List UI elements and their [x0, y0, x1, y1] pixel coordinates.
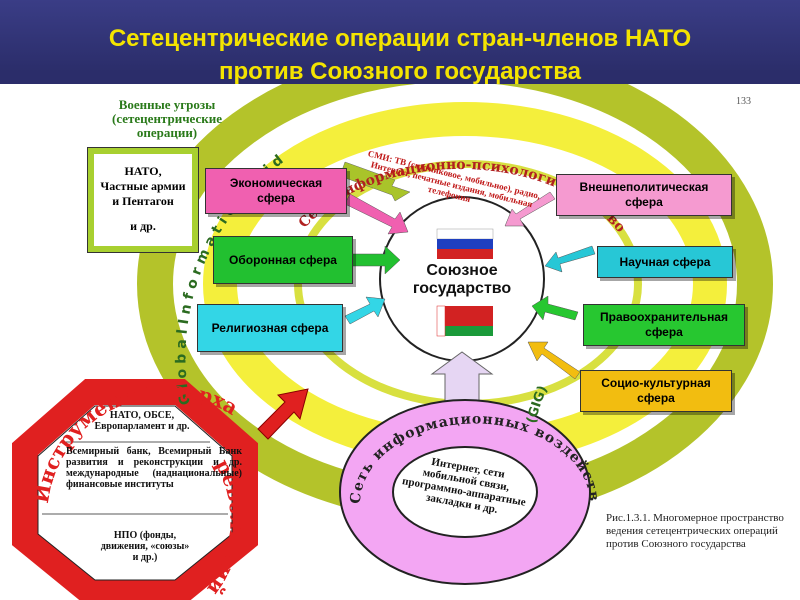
gig-abbr-text: (GIG): [524, 384, 551, 425]
figure-caption: Рис.1.3.1. Многомерное пространство веде…: [606, 512, 784, 550]
russia-flag: [436, 228, 494, 259]
arrow-law: [531, 295, 579, 321]
foreign-policy-sphere-box: Внешнеполитическая сфера: [556, 174, 732, 216]
nato-line1: НАТО,: [124, 164, 162, 178]
title-line-2: против Союзного государства: [219, 58, 581, 85]
arrow-culture: [527, 341, 581, 380]
slide-title: Сетецентрические операции стран-членов Н…: [0, 22, 800, 88]
union-state-line1: Союзное: [426, 262, 498, 279]
defense-sphere-box: Оборонная сфера: [213, 236, 353, 284]
arrow-velvet: [257, 388, 309, 440]
arrow-foreign: [504, 191, 556, 227]
religious-sphere-box: Религиозная сфера: [197, 304, 343, 352]
arrow-economic: [344, 193, 409, 235]
military-threats-label: Военные угрозы (сетецентрические операци…: [112, 97, 222, 140]
arrow-info-left: [339, 161, 411, 202]
internet-ellipse: [392, 446, 538, 538]
velvet-item-ngo: НПО (фонды, движения, «союзы» и др.): [100, 530, 190, 563]
nato-line4: и др.: [130, 219, 156, 233]
nato-line3: и Пентагон: [112, 194, 174, 208]
science-sphere-box: Научная сфера: [597, 246, 733, 278]
velvet-item-banks: Всемирный банк, Всемирный Банк развития …: [66, 446, 242, 490]
page-number: 133: [736, 96, 751, 107]
arrow-religious: [344, 296, 386, 325]
nato-line2: Частные армии: [100, 179, 186, 193]
arrow-defense: [351, 245, 401, 275]
union-state-line2: государство: [412, 280, 512, 297]
velvet-item-nato: НАТО, ОБСЕ, Европарламент и др.: [94, 410, 190, 432]
socio-cultural-sphere-box: Социо-культурная сфера: [580, 370, 732, 412]
nato-box: НАТО, Частные армии и Пентагон и др.: [87, 147, 199, 253]
union-state-label: Союзное государство: [400, 262, 524, 298]
title-line-1: Сетецентрические операции стран-членов Н…: [108, 25, 692, 52]
law-enforcement-sphere-box: Правоохранительная сфера: [583, 304, 745, 346]
arrow-science: [544, 245, 596, 273]
belarus-flag: [436, 305, 493, 337]
economic-sphere-box: Экономическая сфера: [205, 168, 347, 214]
velvet-octagon-inner: [37, 405, 233, 581]
